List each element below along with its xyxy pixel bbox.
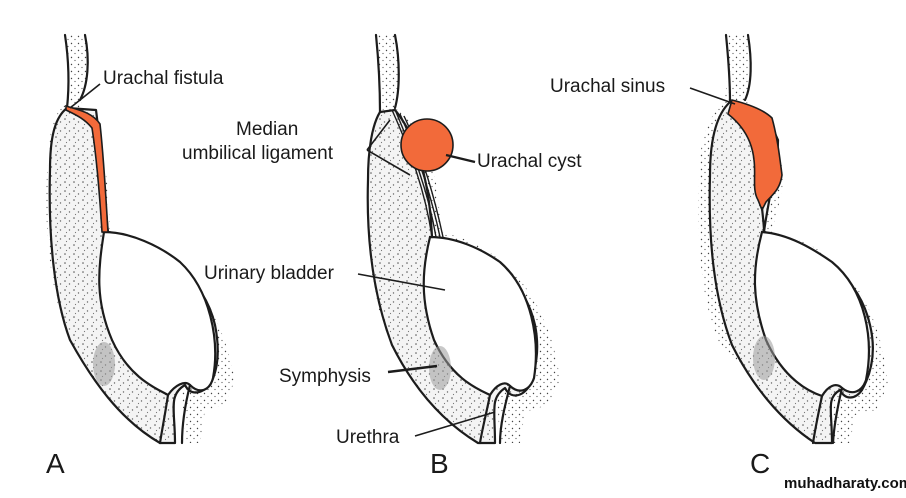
obliterated-urachus-c [760, 206, 766, 234]
label-urethra: Urethra [336, 427, 400, 448]
leader-urachal-sinus [689, 87, 736, 105]
panel-a: Urachal fistula A [46, 33, 235, 479]
leader-median-ligament-2 [366, 149, 411, 176]
watermark-text: muhadharaty.com [784, 475, 906, 492]
leader-urethra [414, 411, 496, 437]
label-umbilical-ligament: umbilical ligament [182, 143, 334, 164]
urachal-sinus-remnant [727, 99, 783, 212]
leader-urinary-bladder [357, 273, 446, 291]
label-symphysis: Symphysis [279, 366, 371, 387]
panel-letter-c: C [750, 448, 770, 479]
leader-urachal-fistula [69, 83, 101, 109]
label-urachal-fistula: Urachal fistula [103, 68, 224, 89]
leader-urachal-cyst [445, 153, 476, 164]
umbilical-cord-b [374, 33, 400, 114]
leader-symphysis [387, 364, 438, 374]
panel-letter-a: A [46, 448, 65, 479]
symphysis-c [753, 336, 775, 380]
symphysis-a [93, 342, 115, 386]
label-urinary-bladder: Urinary bladder [204, 263, 335, 284]
umbilical-cord-c [724, 33, 752, 104]
urachal-fistula-remnant [65, 104, 109, 233]
urethra-c [811, 386, 844, 445]
symphysis-b [429, 346, 451, 390]
umbilical-cord-a [63, 33, 89, 110]
label-median: Median [236, 119, 298, 140]
label-urachal-sinus: Urachal sinus [550, 76, 665, 97]
urethra-a [158, 383, 192, 445]
urachal-cyst-remnant [400, 118, 454, 172]
urethra-b [478, 384, 512, 445]
panel-b: Median umbilical ligament Urachal cyst U… [182, 33, 582, 479]
panel-letter-b: B [430, 448, 449, 479]
label-urachal-cyst: Urachal cyst [477, 151, 582, 172]
leader-median-ligament-1 [366, 119, 391, 151]
panel-c: Urachal sinus C [550, 33, 888, 479]
